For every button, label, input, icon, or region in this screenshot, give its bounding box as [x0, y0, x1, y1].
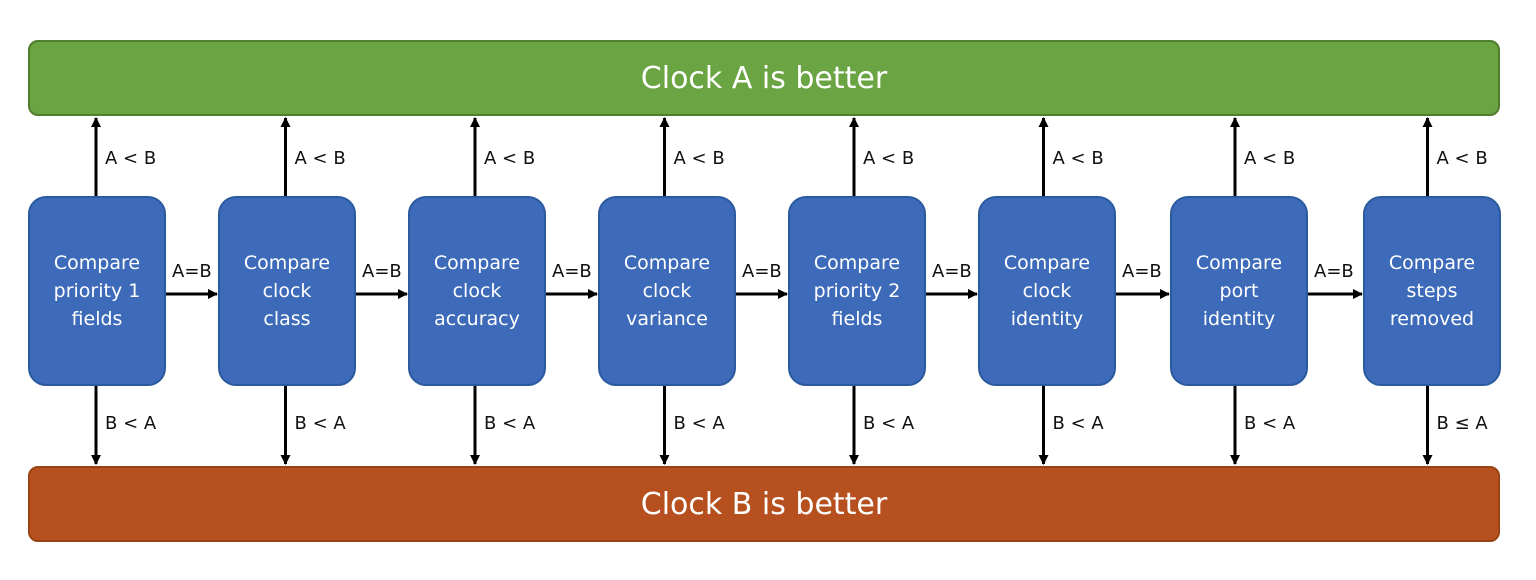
up-arrow-label: A < B [105, 148, 157, 169]
down-arrow-label: B < A [294, 413, 346, 434]
up-arrow-label: A < B [673, 148, 725, 169]
compare-step-label: Compare clock variance [623, 252, 711, 330]
up-arrow-label: A < B [1052, 148, 1104, 169]
compare-step-box: Compare port identity [1170, 196, 1308, 386]
next-arrow-label: A=B [1122, 261, 1162, 282]
compare-step-label: Compare clock identity [1003, 252, 1091, 330]
compare-step-box: Compare steps removed [1363, 196, 1501, 386]
compare-step-label: Compare clock accuracy [433, 252, 521, 330]
down-arrow-label: B < A [1052, 413, 1104, 434]
compare-step-label: Compare port identity [1195, 252, 1283, 330]
next-arrow-label: A=B [1314, 261, 1354, 282]
next-arrow-label: A=B [362, 261, 402, 282]
clock-a-better-banner: Clock A is better [28, 40, 1500, 116]
compare-step-label: Compare clock class [243, 252, 331, 330]
up-arrow-label: A < B [294, 148, 346, 169]
down-arrow-label: B < A [863, 413, 915, 434]
next-arrow-label: A=B [742, 261, 782, 282]
next-arrow-label: A=B [552, 261, 592, 282]
compare-step-label: Compare steps removed [1388, 252, 1476, 330]
up-arrow-label: A < B [863, 148, 915, 169]
clock-a-better-label: Clock A is better [640, 60, 888, 96]
clock-b-better-label: Clock B is better [640, 486, 888, 522]
compare-step-box: Compare clock accuracy [408, 196, 546, 386]
compare-step-box: Compare clock variance [598, 196, 736, 386]
down-arrow-label: B < A [105, 413, 157, 434]
clock-b-better-banner: Clock B is better [28, 466, 1500, 542]
compare-step-box: Compare priority 1 fields [28, 196, 166, 386]
compare-step-label: Compare priority 1 fields [53, 252, 141, 330]
compare-step-label: Compare priority 2 fields [813, 252, 901, 330]
down-arrow-label: B ≤ A [1436, 413, 1488, 434]
up-arrow-label: A < B [484, 148, 536, 169]
up-arrow-label: A < B [1436, 148, 1488, 169]
down-arrow-label: B < A [1244, 413, 1296, 434]
down-arrow-label: B < A [673, 413, 725, 434]
compare-step-box: Compare clock identity [978, 196, 1116, 386]
next-arrow-label: A=B [932, 261, 972, 282]
compare-step-box: Compare clock class [218, 196, 356, 386]
up-arrow-label: A < B [1244, 148, 1296, 169]
next-arrow-label: A=B [172, 261, 212, 282]
down-arrow-label: B < A [484, 413, 536, 434]
compare-step-box: Compare priority 2 fields [788, 196, 926, 386]
